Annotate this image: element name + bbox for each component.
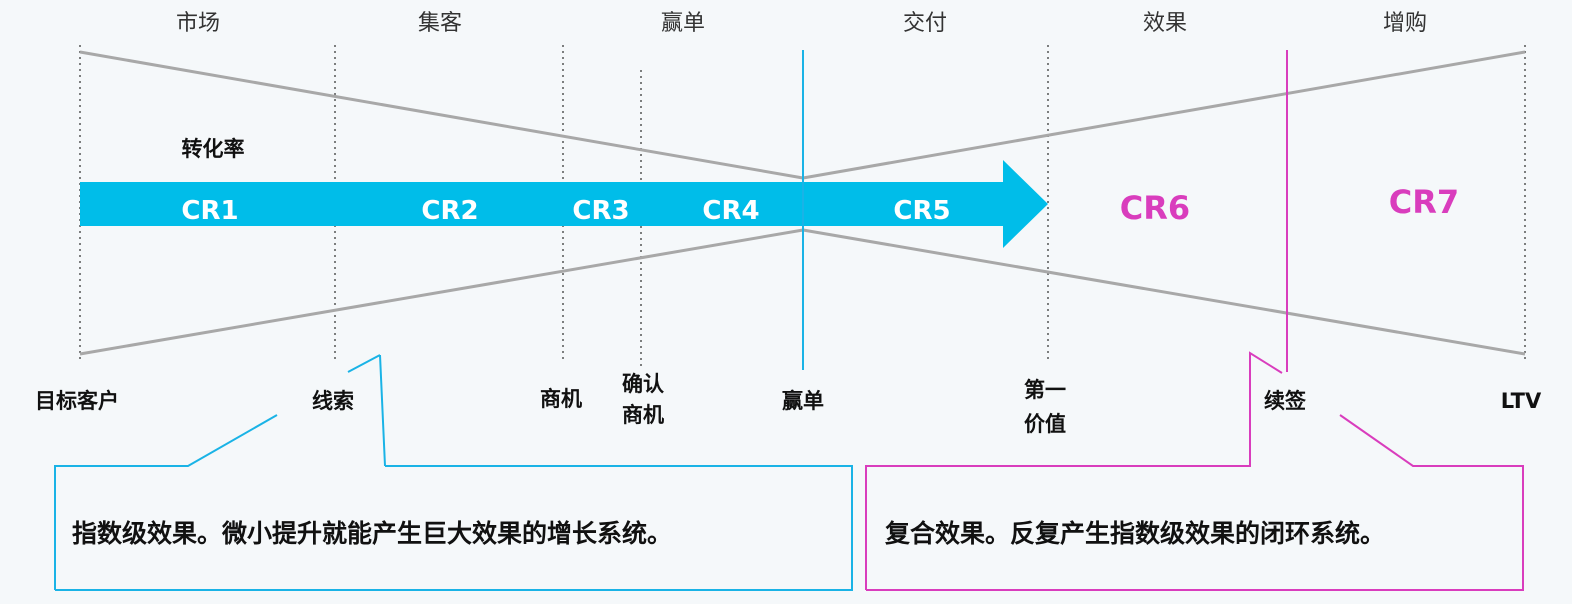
stage-label-acquire: 集客 <box>418 11 462 36</box>
rate-label-cr7: CR7 <box>1389 183 1459 221</box>
rate-label-cr6: CR6 <box>1120 189 1190 227</box>
rate-label-cr2: CR2 <box>421 196 478 226</box>
milestone-win: 赢单 <box>782 389 824 413</box>
funnel-top-left <box>79 50 804 180</box>
rate-label-cr3: CR3 <box>572 196 629 226</box>
stage-label-deliver: 交付 <box>903 11 947 36</box>
funnel-lines <box>79 50 1526 356</box>
stage-label-upsell: 增购 <box>1383 11 1427 36</box>
rate-label-cr4: CR4 <box>702 196 759 226</box>
stage-label-effect: 效果 <box>1143 11 1187 36</box>
milestone-renewal: 续签 <box>1264 389 1307 413</box>
milestone-opportunity: 商机 <box>540 387 582 411</box>
callout-text-left: 指数级效果。微小提升就能产生巨大效果的增长系统。 <box>72 519 673 548</box>
milestone-lead: 线索 <box>312 389 354 413</box>
funnel-top-right <box>802 50 1526 180</box>
milestone-target-customer: 目标客户 <box>35 389 119 413</box>
milestone-first-value-line2: 价值 <box>1024 412 1066 436</box>
milestone-first-value-line1: 第一 <box>1024 378 1066 402</box>
rate-label-cr5: CR5 <box>893 196 950 226</box>
stage-label-win: 赢单 <box>661 11 705 36</box>
funnel-bottom-right <box>802 228 1526 356</box>
conversion-arrow <box>80 160 1048 248</box>
funnel-bottom-left <box>79 228 804 356</box>
milestone-ltv: LTV <box>1501 389 1542 413</box>
rate-label-cr1: CR1 <box>181 196 238 226</box>
callout-box-right <box>865 351 1524 591</box>
stage-label-market: 市场 <box>176 11 220 36</box>
milestone-confirmed-line2: 商机 <box>622 403 664 427</box>
callout-box-left <box>54 354 853 591</box>
conversion-rate-title: 转化率 <box>182 137 245 161</box>
callout-text-right: 复合效果。反复产生指数级效果的闭环系统。 <box>885 519 1386 548</box>
milestone-confirmed-line1: 确认 <box>622 372 664 396</box>
